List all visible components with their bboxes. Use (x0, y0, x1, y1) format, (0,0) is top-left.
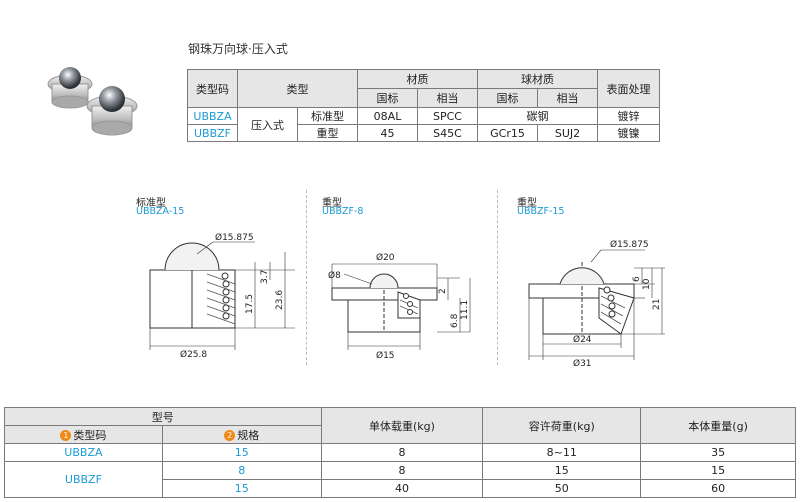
th-equivalent: 相当 (417, 88, 478, 108)
badge-2: 2 (224, 430, 236, 441)
table-row: UBBZA 压入式 标准型 08AL SPCC 碳钢 镀锌 (187, 107, 660, 142)
cell-allow: 50 (482, 479, 642, 498)
th-single-load: 单体载重(kg) (320, 407, 484, 444)
dim-top: Ø20 (376, 252, 395, 263)
table-row: UBBZF 重型 45 S45C GCr15 SUJ2 镀镍 (187, 124, 660, 142)
th-surface: 表面处理 (597, 69, 660, 108)
separator (497, 190, 498, 365)
cell-size[interactable]: 8 (161, 461, 322, 480)
dim-h2: 11.1 (460, 300, 470, 320)
th-ball-material: 球材质 (477, 69, 598, 89)
dim-h1: 6.8 (450, 313, 460, 328)
cell-code[interactable]: UBBZA (4, 443, 163, 462)
cell-surface: 镀锌 (597, 107, 660, 125)
ball-unit-2 (86, 86, 138, 136)
cell-surface: 镀镍 (597, 124, 660, 142)
dim-h2: 3.7 (260, 270, 270, 284)
spec-table: 类型码 类型 材质 球材质 表面处理 国标 相当 国标 相当 UBBZA 压入式… (187, 69, 660, 142)
cell-code[interactable]: UBBZA (187, 107, 238, 125)
separator (306, 190, 307, 365)
dim-ball: Ø8 (328, 270, 341, 281)
cell-mount: 压入式 (237, 107, 298, 142)
cell-mat-eq: S45C (417, 124, 478, 142)
cell-kind: 重型 (297, 124, 358, 142)
cell-ball-std: GCr15 (477, 124, 538, 142)
dim-ball: Ø15.875 (610, 239, 649, 250)
drawing-2-code[interactable]: UBBZF-8 (322, 206, 364, 217)
th-type: 类型 (237, 69, 358, 108)
cell-weight: 35 (640, 443, 796, 462)
cell-allow: 8~11 (482, 443, 642, 462)
th-equivalent-2: 相当 (537, 88, 598, 108)
dim-w1: Ø24 (573, 334, 592, 345)
th-allow-load: 容许荷重(kg) (482, 407, 642, 444)
dim-h3: 23.6 (275, 290, 285, 310)
cell-ball: 碳钢 (477, 107, 598, 125)
cell-kind: 标准型 (297, 107, 358, 125)
table-row: UBBZA 15 8 8~11 35 (4, 443, 796, 462)
drawing-3-code[interactable]: UBBZF-15 (517, 206, 565, 217)
table-row: UBBZF 8 8 15 15 (4, 461, 796, 498)
dim-h1: 17.5 (245, 294, 255, 314)
th-type-code: 类型码 (187, 69, 238, 108)
cell-single: 8 (320, 443, 484, 462)
badge-1: 1 (60, 430, 72, 441)
th-national-std-2: 国标 (477, 88, 538, 108)
cell-mat-std: 45 (357, 124, 418, 142)
drawing-1-label: 标准型 (136, 198, 166, 209)
cell-mat-eq: SPCC (417, 107, 478, 125)
cell-single: 8 (320, 461, 484, 480)
dim-w2: Ø31 (573, 358, 592, 367)
cell-code[interactable]: UBBZF (4, 461, 163, 498)
dim-width: Ø15 (376, 350, 395, 361)
dim-d1: 2 (438, 288, 448, 294)
product-photo (47, 67, 138, 136)
drawing-ubbzf-8: Ø20 Ø8 2 6.8 11.1 Ø15 (328, 252, 471, 361)
cell-mat-std: 08AL (357, 107, 418, 125)
drawing-3-label: 重型 (517, 198, 537, 209)
th-national-std: 国标 (357, 88, 418, 108)
cell-weight: 15 (640, 461, 796, 480)
cell-weight: 60 (640, 479, 796, 498)
cell-size[interactable]: 15 (161, 443, 322, 462)
cell-ball-eq: SUJ2 (537, 124, 598, 142)
dim-d2: 10 (642, 278, 652, 290)
cell-single: 40 (320, 479, 484, 498)
dim-d1: 6 (632, 276, 642, 282)
dim-d3: 21 (652, 299, 662, 310)
dim-ball: Ø15.875 (215, 232, 254, 243)
cell-size[interactable]: 15 (161, 479, 322, 498)
th-weight: 本体重量(g) (640, 407, 796, 444)
th-model: 型号 (4, 407, 322, 426)
drawing-1-code[interactable]: UBBZA-15 (136, 206, 185, 217)
cell-allow: 15 (482, 461, 642, 480)
cell-code[interactable]: UBBZF (187, 124, 238, 142)
table-row: 15 40 50 60 (5, 479, 796, 498)
drawing-ubbzf-15: Ø15.875 6 10 21 Ø24 Ø31 (528, 239, 665, 367)
page-title: 钢珠万向球·压入式 (188, 42, 288, 56)
th-material: 材质 (357, 69, 478, 89)
dim-width: Ø25.8 (180, 349, 207, 360)
drawing-ubbza-15: Ø15.875 17.5 3.7 23.6 Ø25.8 (149, 232, 295, 360)
drawing-2-label: 重型 (322, 198, 342, 209)
ball-unit-1 (47, 67, 93, 109)
